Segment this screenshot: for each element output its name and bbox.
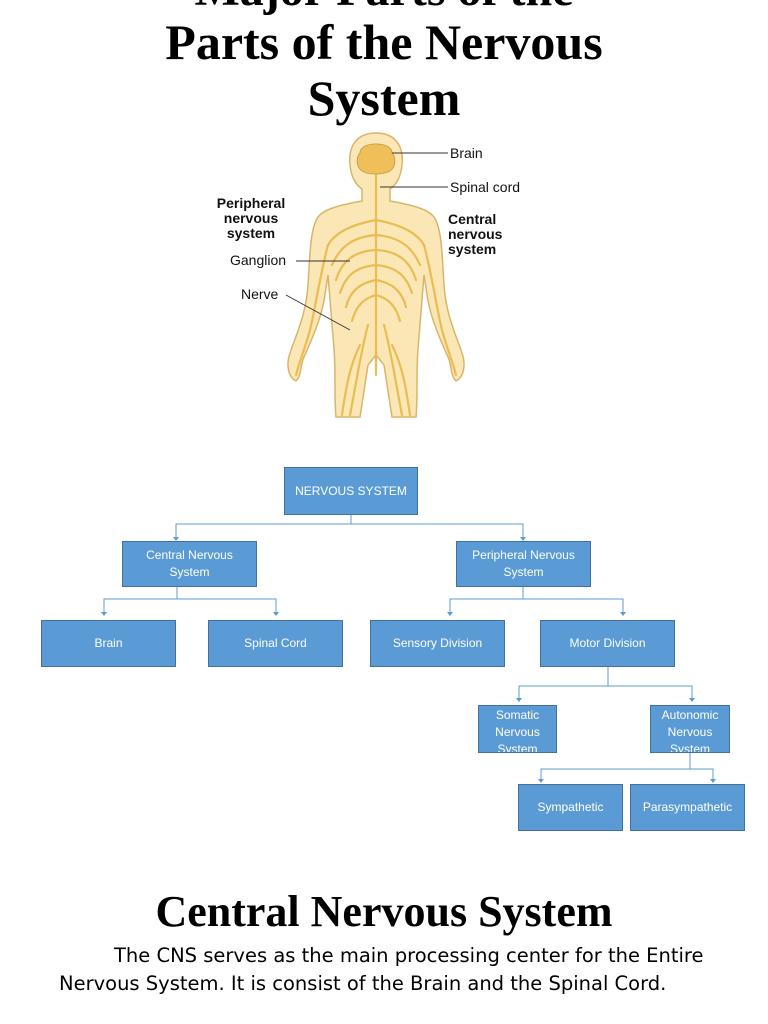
label-central-nervous-system: Central nervous system	[448, 211, 503, 257]
org-box-nervous-system: NERVOUS SYSTEM	[284, 467, 418, 515]
org-box-spinal-cord: Spinal Cord	[208, 620, 343, 667]
label-brain: Brain	[450, 145, 483, 161]
section-paragraph: The CNS serves as the main processing ce…	[59, 944, 704, 995]
body-illustration	[285, 132, 465, 418]
org-box-brain: Brain	[41, 620, 176, 667]
label-spinal-cord: Spinal cord	[450, 179, 521, 195]
org-box-parasympathetic: Parasympathetic	[630, 784, 745, 831]
org-box-central-nervous-system: Central Nervous System	[122, 541, 257, 587]
page-title: Parts of the Nervous System	[165, 14, 603, 126]
label-nerve: Nerve	[241, 286, 279, 302]
org-box-somatic-nervous-system: Somatic Nervous System	[478, 705, 557, 753]
org-box-peripheral-nervous-system: Peripheral Nervous System	[456, 541, 591, 587]
org-box-sensory-division: Sensory Division	[370, 620, 505, 667]
nervous-system-figure: Brain Spinal cord Central nervous system…	[200, 125, 540, 425]
cut-off-heading: Major Parts of the	[0, 0, 768, 17]
org-box-autonomic-nervous-system: Autonomic Nervous System	[650, 705, 730, 753]
label-ganglion: Ganglion	[230, 252, 287, 268]
org-box-sympathetic: Sympathetic	[518, 784, 623, 831]
org-box-motor-division: Motor Division	[540, 620, 675, 667]
label-peripheral-nervous-system: Peripheral nervous system	[216, 195, 286, 241]
section-title: Central Nervous System	[155, 887, 613, 936]
